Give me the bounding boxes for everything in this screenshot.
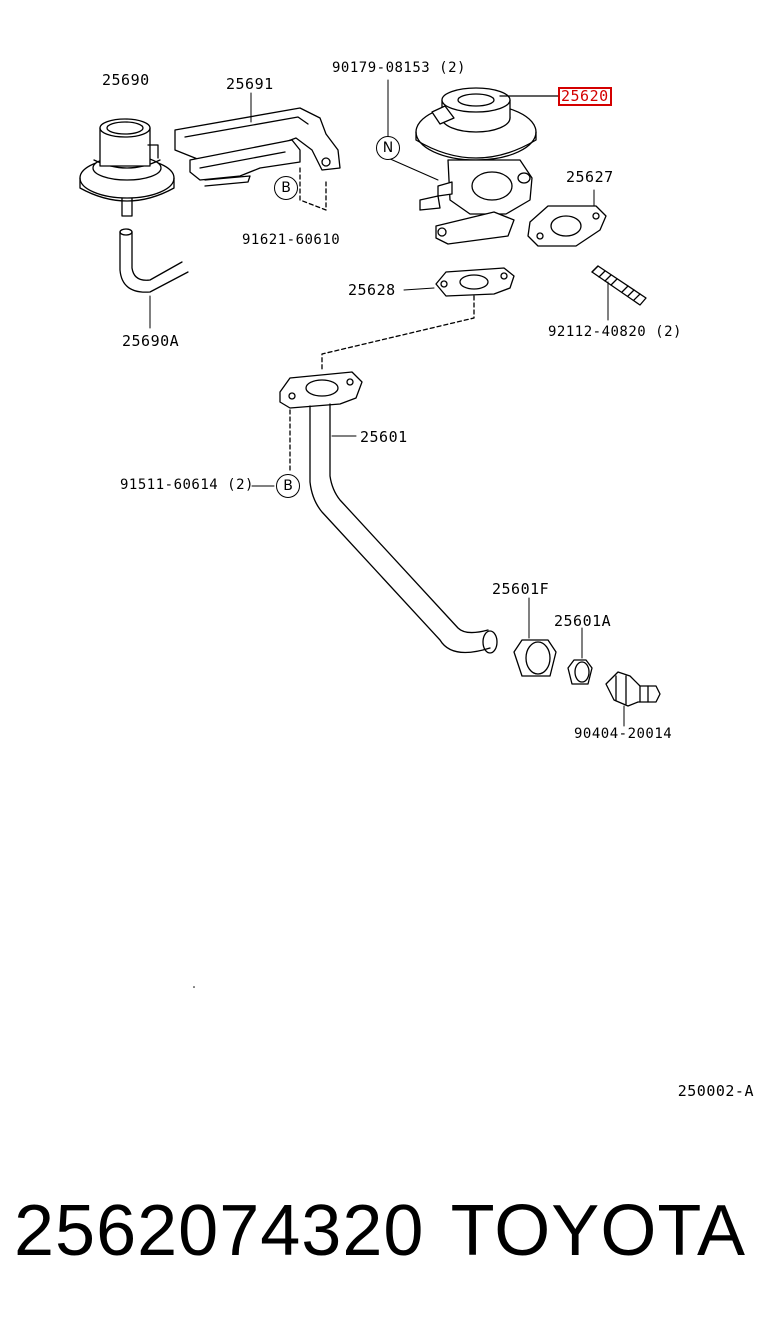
label-25601F: 25601F bbox=[492, 580, 550, 598]
bracket-drawing bbox=[175, 93, 340, 210]
ferrule-drawing bbox=[568, 628, 592, 684]
stud-bolt-drawing bbox=[592, 266, 646, 320]
label-25620-highlighted[interactable]: 25620 bbox=[558, 87, 612, 106]
footer-part-number: 2562074320 bbox=[14, 1191, 425, 1271]
egr-valve-drawing bbox=[416, 88, 558, 244]
speck-dot bbox=[193, 986, 195, 988]
pipe-gasket-drawing bbox=[322, 268, 514, 370]
label-25690: 25690 bbox=[102, 71, 150, 89]
label-90404-20014: 90404-20014 bbox=[574, 726, 673, 742]
label-25601: 25601 bbox=[360, 428, 408, 446]
egr-gasket-drawing bbox=[528, 190, 606, 246]
diagram-code: 250002-A bbox=[677, 1082, 754, 1100]
label-25627: 25627 bbox=[566, 168, 614, 186]
footer-brand: TOYOTA bbox=[450, 1191, 746, 1271]
label-92112-40820: 92112-40820 (2) bbox=[548, 324, 682, 340]
label-90179-08153: 90179-08153 (2) bbox=[332, 60, 466, 76]
label-91511-60614: 91511-60614 (2) bbox=[120, 477, 254, 493]
egr-pipe-drawing bbox=[280, 372, 497, 653]
vacuum-hose-drawing bbox=[120, 229, 188, 328]
label-25628: 25628 bbox=[348, 281, 396, 299]
plug-drawing bbox=[606, 672, 660, 726]
label-25690A: 25690A bbox=[122, 332, 180, 350]
callout-n: N bbox=[376, 136, 400, 160]
label-25601A: 25601A bbox=[554, 612, 612, 630]
nut-leader bbox=[388, 80, 438, 180]
label-25691: 25691 bbox=[226, 75, 274, 93]
vacuum-valve-drawing bbox=[80, 119, 174, 216]
label-91621-60610: 91621-60610 bbox=[242, 232, 341, 248]
callout-b-upper: B bbox=[274, 176, 298, 200]
callout-b-lower: B bbox=[276, 474, 300, 498]
union-nut-drawing bbox=[514, 598, 556, 676]
